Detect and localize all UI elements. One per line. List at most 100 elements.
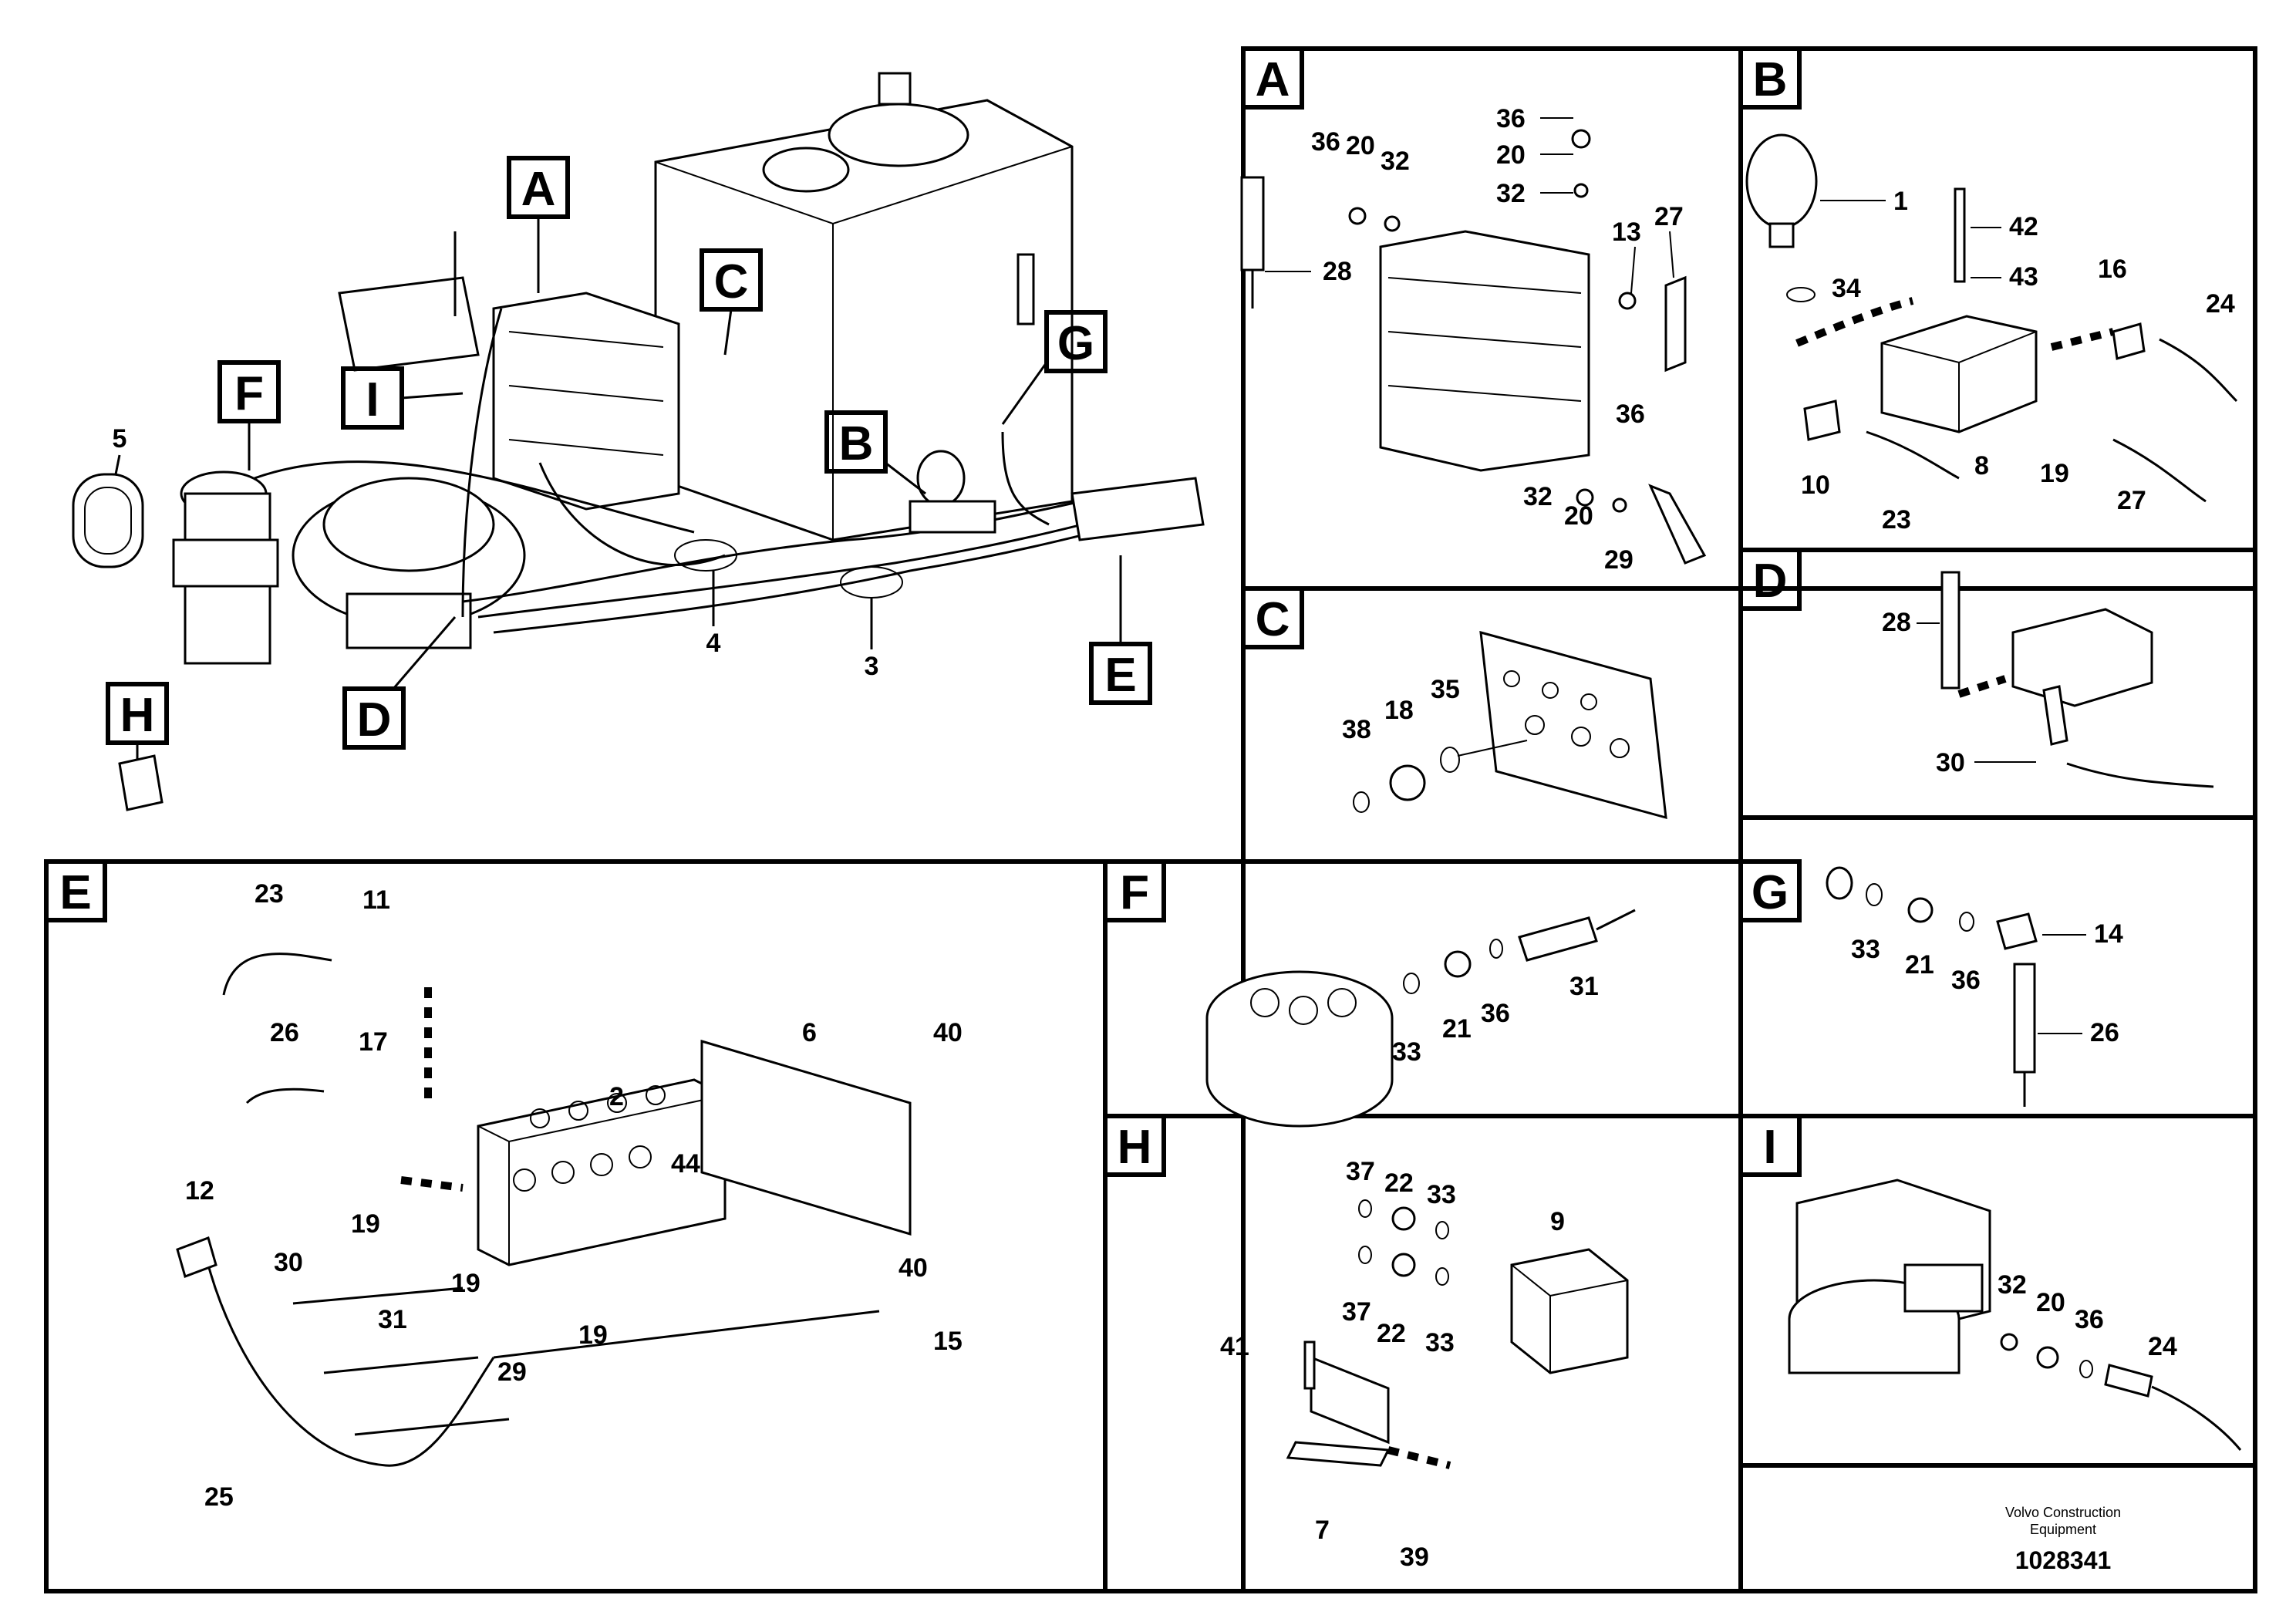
label-41: 41: [1220, 1332, 1249, 1361]
label-13: 13: [1612, 218, 1641, 247]
label-40: 40: [933, 1018, 963, 1047]
label-19: 19: [2040, 459, 2069, 488]
label-27: 27: [1654, 202, 1684, 231]
panel-title-h: H: [1118, 1121, 1152, 1174]
panel-title-g: G: [1752, 866, 1789, 919]
label-33: 33: [1425, 1328, 1455, 1357]
label-28: 28: [1882, 608, 1911, 637]
label-2: 2: [609, 1082, 624, 1111]
label-31: 31: [1569, 972, 1599, 1001]
label-33: 33: [1851, 935, 1880, 964]
panel-h: H 37 22 33 9 37 22 33 41 7 39: [1103, 1114, 1629, 1572]
label-36: 36: [1616, 400, 1645, 429]
panel-b: B 1 42 43 34 16 24 10 23 8 19 27: [1738, 46, 2238, 534]
label-36: 36: [1311, 127, 1340, 157]
part-number-5: 5: [113, 424, 127, 454]
panel-frames: [44, 46, 2257, 1593]
document-number: 1028341: [2014, 1546, 2112, 1574]
label-26: 26: [270, 1018, 299, 1047]
label-35: 35: [1431, 675, 1460, 704]
label-25: 25: [204, 1482, 234, 1512]
label-16: 16: [2098, 255, 2127, 284]
label-29: 29: [1604, 545, 1633, 575]
label-9: 9: [1550, 1207, 1565, 1236]
label-20: 20: [2036, 1288, 2065, 1317]
label-20: 20: [1346, 131, 1375, 160]
label-32: 32: [1496, 179, 1526, 208]
label-37: 37: [1342, 1297, 1371, 1327]
label-23: 23: [1882, 505, 1911, 534]
panel-g: G 33 21 36 14 26: [1738, 859, 2123, 1107]
label-22: 22: [1377, 1319, 1406, 1348]
panel-d: D 28 30: [1738, 548, 2214, 788]
callout-tag-c: C: [714, 255, 749, 309]
label-38: 38: [1342, 715, 1371, 744]
label-23: 23: [255, 879, 284, 909]
label-32: 32: [1998, 1270, 2027, 1300]
panel-title-f: F: [1120, 866, 1149, 919]
label-36: 36: [2075, 1305, 2104, 1334]
label-21: 21: [1905, 950, 1934, 980]
label-14: 14: [2094, 919, 2123, 949]
label-20: 20: [1496, 140, 1526, 170]
label-24: 24: [2206, 289, 2235, 319]
overview-callouts: A B C D E F G H I 5 4 3: [106, 156, 1152, 760]
label-34: 34: [1832, 274, 1861, 303]
label-42: 42: [2009, 212, 2038, 241]
callout-tag-d: D: [357, 693, 392, 747]
panel-c: C 38 18 35: [1241, 586, 1667, 820]
callout-tag-e: E: [1104, 649, 1136, 702]
label-19: 19: [351, 1209, 380, 1239]
callout-tag-a: A: [521, 163, 556, 216]
label-26: 26: [2090, 1018, 2119, 1047]
part-number-4: 4: [706, 629, 721, 658]
panel-title-i: I: [1763, 1121, 1776, 1174]
label-11: 11: [362, 885, 390, 915]
callout-tag-g: G: [1057, 317, 1094, 370]
callout-tag-f: F: [234, 367, 264, 420]
label-32: 32: [1523, 482, 1553, 511]
label-6: 6: [802, 1018, 817, 1047]
label-29: 29: [497, 1357, 527, 1387]
label-39: 39: [1400, 1543, 1429, 1572]
label-33: 33: [1427, 1180, 1456, 1209]
label-30: 30: [1936, 748, 1965, 777]
label-31: 31: [378, 1305, 407, 1334]
panel-title-e: E: [59, 866, 91, 919]
overview-machine: [72, 72, 1205, 811]
publisher-credit: Volvo Construction Equipment: [2004, 1505, 2122, 1537]
label-36: 36: [1481, 999, 1510, 1028]
label-1: 1: [1893, 187, 1908, 216]
label-32: 32: [1381, 147, 1410, 176]
panel-title-b: B: [1753, 53, 1788, 106]
label-7: 7: [1315, 1516, 1330, 1545]
panel-f: F 33 21 36 31: [1103, 859, 1636, 1128]
label-30: 30: [274, 1248, 303, 1277]
label-10: 10: [1801, 470, 1830, 500]
label-28: 28: [1323, 257, 1352, 286]
label-8: 8: [1974, 451, 1989, 481]
callout-tag-i: I: [366, 373, 379, 427]
label-36: 36: [1496, 104, 1526, 133]
panel-title-a: A: [1256, 53, 1290, 106]
label-40: 40: [899, 1253, 928, 1283]
panel-a: A 36 20 32 36 20 32 28 13 27 36 32 20 29: [1240, 46, 1707, 575]
label-15: 15: [933, 1327, 963, 1356]
label-44: 44: [671, 1149, 700, 1179]
label-18: 18: [1384, 696, 1414, 725]
label-43: 43: [2009, 262, 2038, 292]
label-36: 36: [1951, 966, 1981, 995]
label-20: 20: [1564, 501, 1593, 531]
panel-i: I 32 20 36 24: [1738, 1114, 2242, 1451]
label-21: 21: [1442, 1014, 1472, 1044]
panel-e: E 23 11 26 17 6 40 2 44 12 19 30 40 19: [44, 859, 963, 1512]
label-37: 37: [1346, 1157, 1375, 1186]
label-24: 24: [2148, 1332, 2177, 1361]
label-33: 33: [1392, 1037, 1421, 1067]
label-19: 19: [578, 1320, 608, 1350]
part-number-3: 3: [865, 652, 879, 681]
label-17: 17: [359, 1027, 388, 1057]
callout-tag-h: H: [120, 689, 155, 742]
panel-title-d: D: [1753, 555, 1788, 608]
